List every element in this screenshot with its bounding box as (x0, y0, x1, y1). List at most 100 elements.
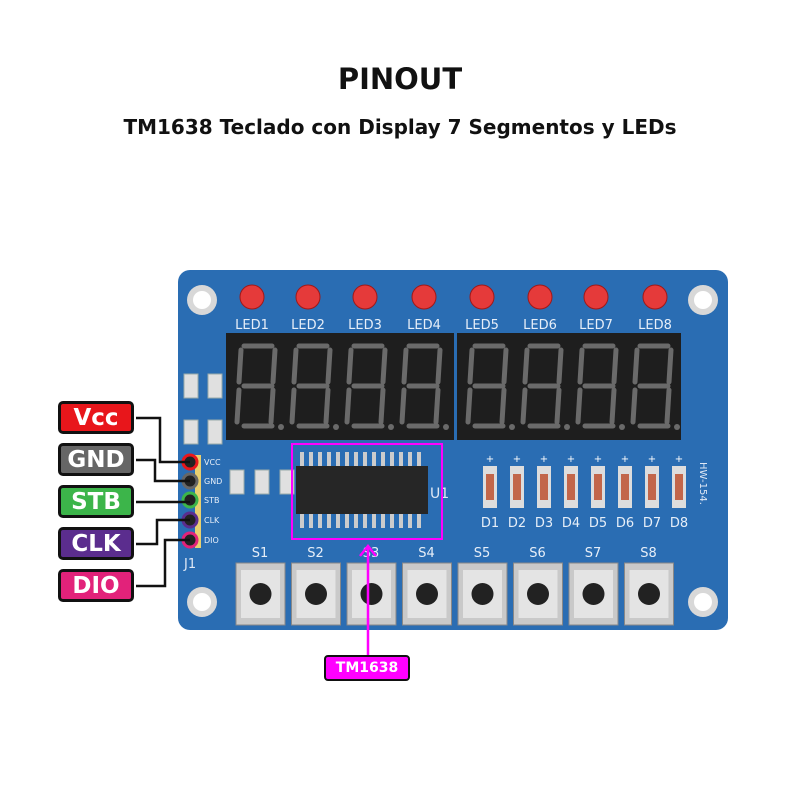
segment (323, 387, 331, 425)
segment (236, 347, 244, 385)
pin-label-stb: STB (58, 485, 134, 518)
chip-pin (345, 452, 349, 468)
smd-component (207, 373, 223, 399)
chip-pin (372, 512, 376, 528)
button-cap (582, 583, 605, 605)
chip-pin (399, 512, 403, 528)
chip-pin (354, 512, 358, 528)
segment (467, 347, 475, 385)
button-cap (360, 583, 383, 605)
segment (520, 387, 528, 425)
mounting-hole-center (694, 593, 712, 611)
segment (611, 347, 619, 385)
chip-pin (309, 512, 313, 528)
chip-pin (381, 512, 385, 528)
led-label: LED1 (235, 318, 269, 333)
chip-pin (318, 452, 322, 468)
segment (399, 387, 407, 425)
pin-silk-label: VCC (204, 458, 221, 467)
pin-label-vcc: Vcc (58, 401, 134, 434)
led-5 (469, 284, 495, 310)
diode-label: D4 (562, 516, 580, 531)
smd-component (183, 373, 199, 399)
segment (499, 387, 507, 425)
smd-component (207, 419, 223, 445)
chip-pin (408, 512, 412, 528)
decimal-point (333, 424, 339, 430)
diode-polarity: + (486, 454, 494, 465)
chip-ref-label: U1 (430, 486, 449, 502)
chip-pin (381, 452, 385, 468)
segment (268, 387, 276, 425)
led-7 (583, 284, 609, 310)
led-2 (295, 284, 321, 310)
chip-pin (417, 452, 421, 468)
diode-7 (648, 474, 656, 500)
diode-label: D6 (616, 516, 634, 531)
led-label: LED5 (465, 318, 499, 333)
chip-highlight-box (291, 443, 443, 540)
diode-1 (486, 474, 494, 500)
pin-label-dio: DIO (58, 569, 134, 602)
led-3 (352, 284, 378, 310)
decimal-point (619, 424, 625, 430)
chip-pin (336, 452, 340, 468)
pin-silk-label: STB (204, 496, 219, 505)
segment (344, 387, 352, 425)
button-cap (527, 583, 549, 605)
pin-silk-label: CLK (204, 516, 220, 525)
diode-polarity: + (648, 454, 656, 465)
led-8 (642, 284, 668, 310)
pin-silk-label: DIO (204, 536, 219, 545)
segment (664, 387, 672, 425)
chip-pin (363, 452, 367, 468)
wire-dio (136, 538, 190, 588)
segment (378, 387, 386, 425)
segment (632, 347, 640, 385)
button-label: S7 (585, 546, 602, 561)
diode-polarity: + (513, 454, 521, 465)
chip-pin (372, 452, 376, 468)
decimal-point (388, 424, 394, 430)
segment (465, 387, 473, 425)
segment (325, 347, 333, 385)
diode-6 (621, 474, 629, 500)
diode-3 (540, 474, 548, 500)
led-6 (527, 284, 553, 310)
smd-component (183, 419, 199, 445)
segment (666, 347, 674, 385)
button-label: S1 (252, 546, 269, 561)
led-label: LED8 (638, 318, 672, 333)
smd-component (254, 469, 270, 495)
button-label: S2 (307, 546, 324, 561)
segment (577, 347, 585, 385)
segment (401, 347, 409, 385)
mounting-hole-center (193, 593, 211, 611)
button-cap (471, 583, 494, 605)
diode-polarity: + (621, 454, 629, 465)
segment (554, 387, 562, 425)
segment (522, 347, 530, 385)
button-cap (249, 583, 272, 605)
tm1638-chip (296, 466, 428, 514)
connector-label: J1 (183, 557, 196, 572)
button-label: S8 (640, 546, 657, 561)
diode-8 (675, 474, 683, 500)
decimal-point (509, 424, 515, 430)
segment (435, 347, 443, 385)
page-subtitle: TM1638 Teclado con Display 7 Segmentos y… (123, 115, 677, 139)
led-label: LED6 (523, 318, 557, 333)
button-label: S4 (418, 546, 435, 561)
button-cap (416, 583, 438, 605)
pin-label-clk: CLK (58, 527, 134, 560)
diode-label: D1 (481, 516, 499, 531)
diode-polarity: + (567, 454, 575, 465)
pin-stb (181, 491, 199, 509)
segment (433, 387, 441, 425)
chip-pin (300, 512, 304, 528)
callout-arrow-head (359, 543, 377, 557)
led-4 (411, 284, 437, 310)
diode-polarity: + (540, 454, 548, 465)
diode-polarity: + (675, 454, 683, 465)
led-label: LED3 (348, 318, 382, 333)
